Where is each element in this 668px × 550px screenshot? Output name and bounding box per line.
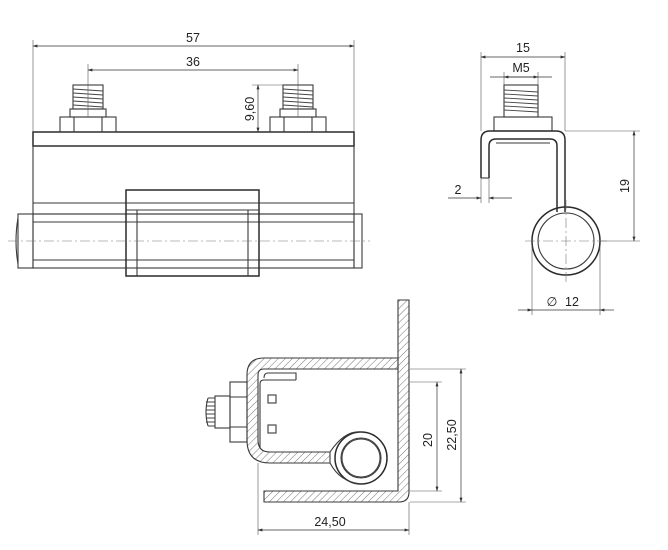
- side-view: 15 M5 2 19 ∅ 12: [448, 41, 640, 315]
- section-stud-nut: [229, 381, 248, 443]
- dim-section-width: 24,50: [314, 515, 345, 529]
- dim-thread: M5: [512, 61, 529, 75]
- hinge-body: [32, 145, 355, 215]
- dim-overall-length: 57: [186, 31, 200, 45]
- section-bracket: [246, 357, 399, 464]
- dim-flange-offset: 2: [455, 183, 462, 197]
- hinge-center-knuckle: [125, 189, 260, 277]
- section-view: 20 22,50 24,50: [205, 299, 466, 535]
- dim-section-outer-height: 22,50: [445, 419, 459, 450]
- dim-stud-spacing: 36: [186, 55, 200, 69]
- dim-pin-diameter: 12: [565, 295, 579, 309]
- diameter-symbol: ∅: [547, 295, 558, 309]
- dim-stud-height: 9,60: [243, 97, 257, 121]
- side-bracket: [480, 130, 566, 212]
- dim-side-width: 15: [516, 41, 530, 55]
- dim-side-height: 19: [618, 179, 632, 193]
- hinge-plate-top: [32, 131, 355, 147]
- section-outer-channel: [263, 299, 410, 503]
- front-view: 57 36 9,60: [8, 31, 370, 277]
- dim-section-inner-height: 20: [421, 433, 435, 447]
